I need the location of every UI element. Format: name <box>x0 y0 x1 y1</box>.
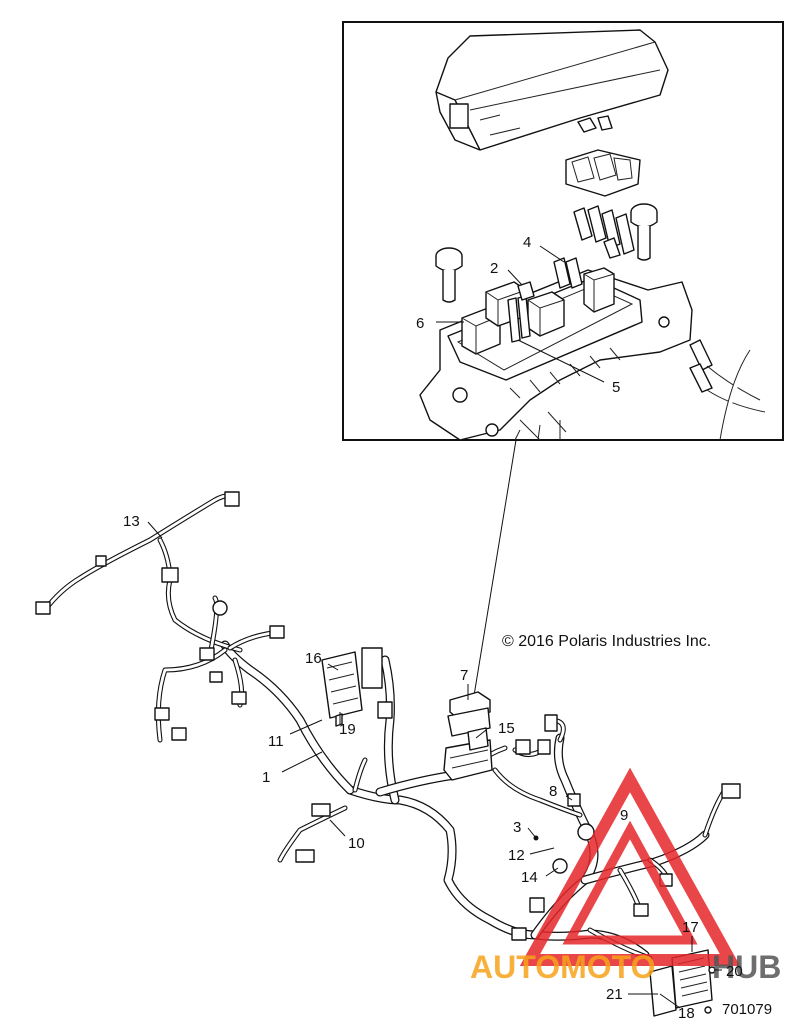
figure-number: 701079 <box>722 1001 772 1018</box>
callout-1: 1 <box>262 769 270 786</box>
callout-3: 3 <box>513 819 521 836</box>
callout-2: 2 <box>490 260 498 277</box>
light-harness <box>35 491 240 615</box>
connectors <box>154 600 741 941</box>
relay-block <box>565 115 641 197</box>
inset-wire-ends <box>514 339 766 441</box>
callout-8: 8 <box>549 783 557 800</box>
callout-17: 17 <box>682 919 699 936</box>
callout-16: 16 <box>305 650 322 667</box>
callout-11: 11 <box>268 733 284 750</box>
fuse-box-cover <box>435 29 669 151</box>
callout-6: 6 <box>416 315 424 332</box>
ecu-module <box>321 651 363 727</box>
fuse-box-assembly <box>443 691 493 781</box>
bolt-left <box>435 247 463 303</box>
bolt-right <box>630 203 658 261</box>
callout-4: 4 <box>523 234 531 251</box>
fuse-box-detail-inset <box>342 21 784 441</box>
callout-19: 19 <box>339 721 356 738</box>
relays-in-base <box>461 257 615 355</box>
inset-leader-line <box>469 439 517 721</box>
harness-main <box>220 640 710 960</box>
fuse-set <box>573 205 635 259</box>
callout-15: 15 <box>498 720 515 737</box>
callout-14: 14 <box>521 869 538 886</box>
watermark-text-b: HUB <box>712 949 781 985</box>
callout-13: 13 <box>123 513 140 530</box>
callout-12: 12 <box>508 847 525 864</box>
callout-10: 10 <box>348 835 365 852</box>
watermark-triangle <box>519 767 741 966</box>
callout-5: 5 <box>612 379 620 396</box>
copyright-notice: © 2016 Polaris Industries Inc. <box>502 633 711 650</box>
callout-9: 9 <box>620 807 628 824</box>
callout-20: 20 <box>726 963 743 980</box>
callout-leaders <box>147 521 722 1009</box>
automotohub-watermark: AUTOMOTO HUB <box>470 767 781 985</box>
callout-21: 21 <box>606 986 623 1003</box>
callout-18: 18 <box>678 1005 695 1022</box>
watermark-text-a: AUTOMOTO <box>470 949 655 985</box>
callout-7: 7 <box>460 667 468 684</box>
callout-labels: 1 2 3 4 5 6 7 8 9 10 11 12 13 14 15 16 1… <box>123 234 743 1022</box>
